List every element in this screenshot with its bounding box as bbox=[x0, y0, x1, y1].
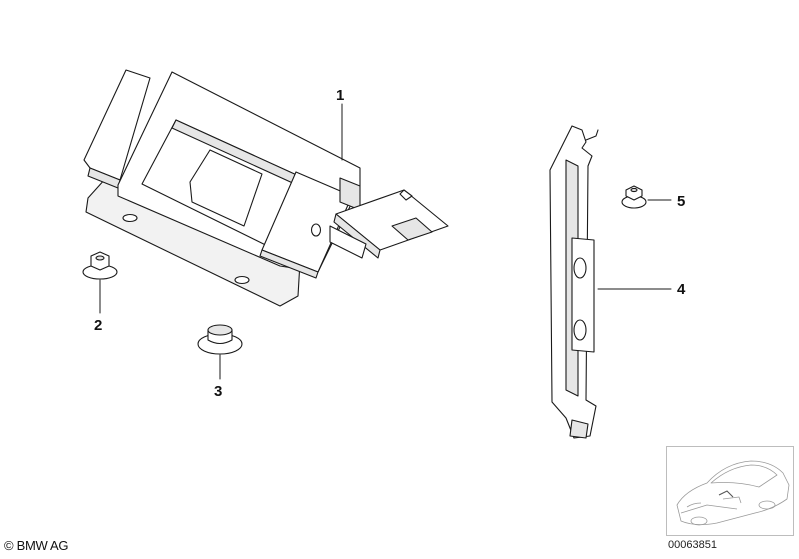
callout-2: 2 bbox=[94, 317, 102, 334]
callout-3: 3 bbox=[214, 383, 222, 400]
callout-1: 1 bbox=[336, 87, 344, 104]
part-2-hex-nut[interactable] bbox=[82, 251, 118, 314]
part-5-small-nut[interactable] bbox=[621, 185, 672, 209]
car-outline-icon bbox=[676, 460, 790, 526]
part-4-vertical-bracket[interactable] bbox=[549, 125, 672, 439]
callout-5: 5 bbox=[677, 193, 685, 210]
reference-number: 00063851 bbox=[668, 539, 717, 551]
part-1-bracket[interactable] bbox=[83, 69, 449, 307]
vehicle-thumbnail bbox=[666, 446, 794, 536]
copyright-text: © BMW AG bbox=[4, 538, 69, 553]
callout-4: 4 bbox=[677, 281, 686, 298]
part-3-flange-nut[interactable] bbox=[197, 324, 243, 380]
